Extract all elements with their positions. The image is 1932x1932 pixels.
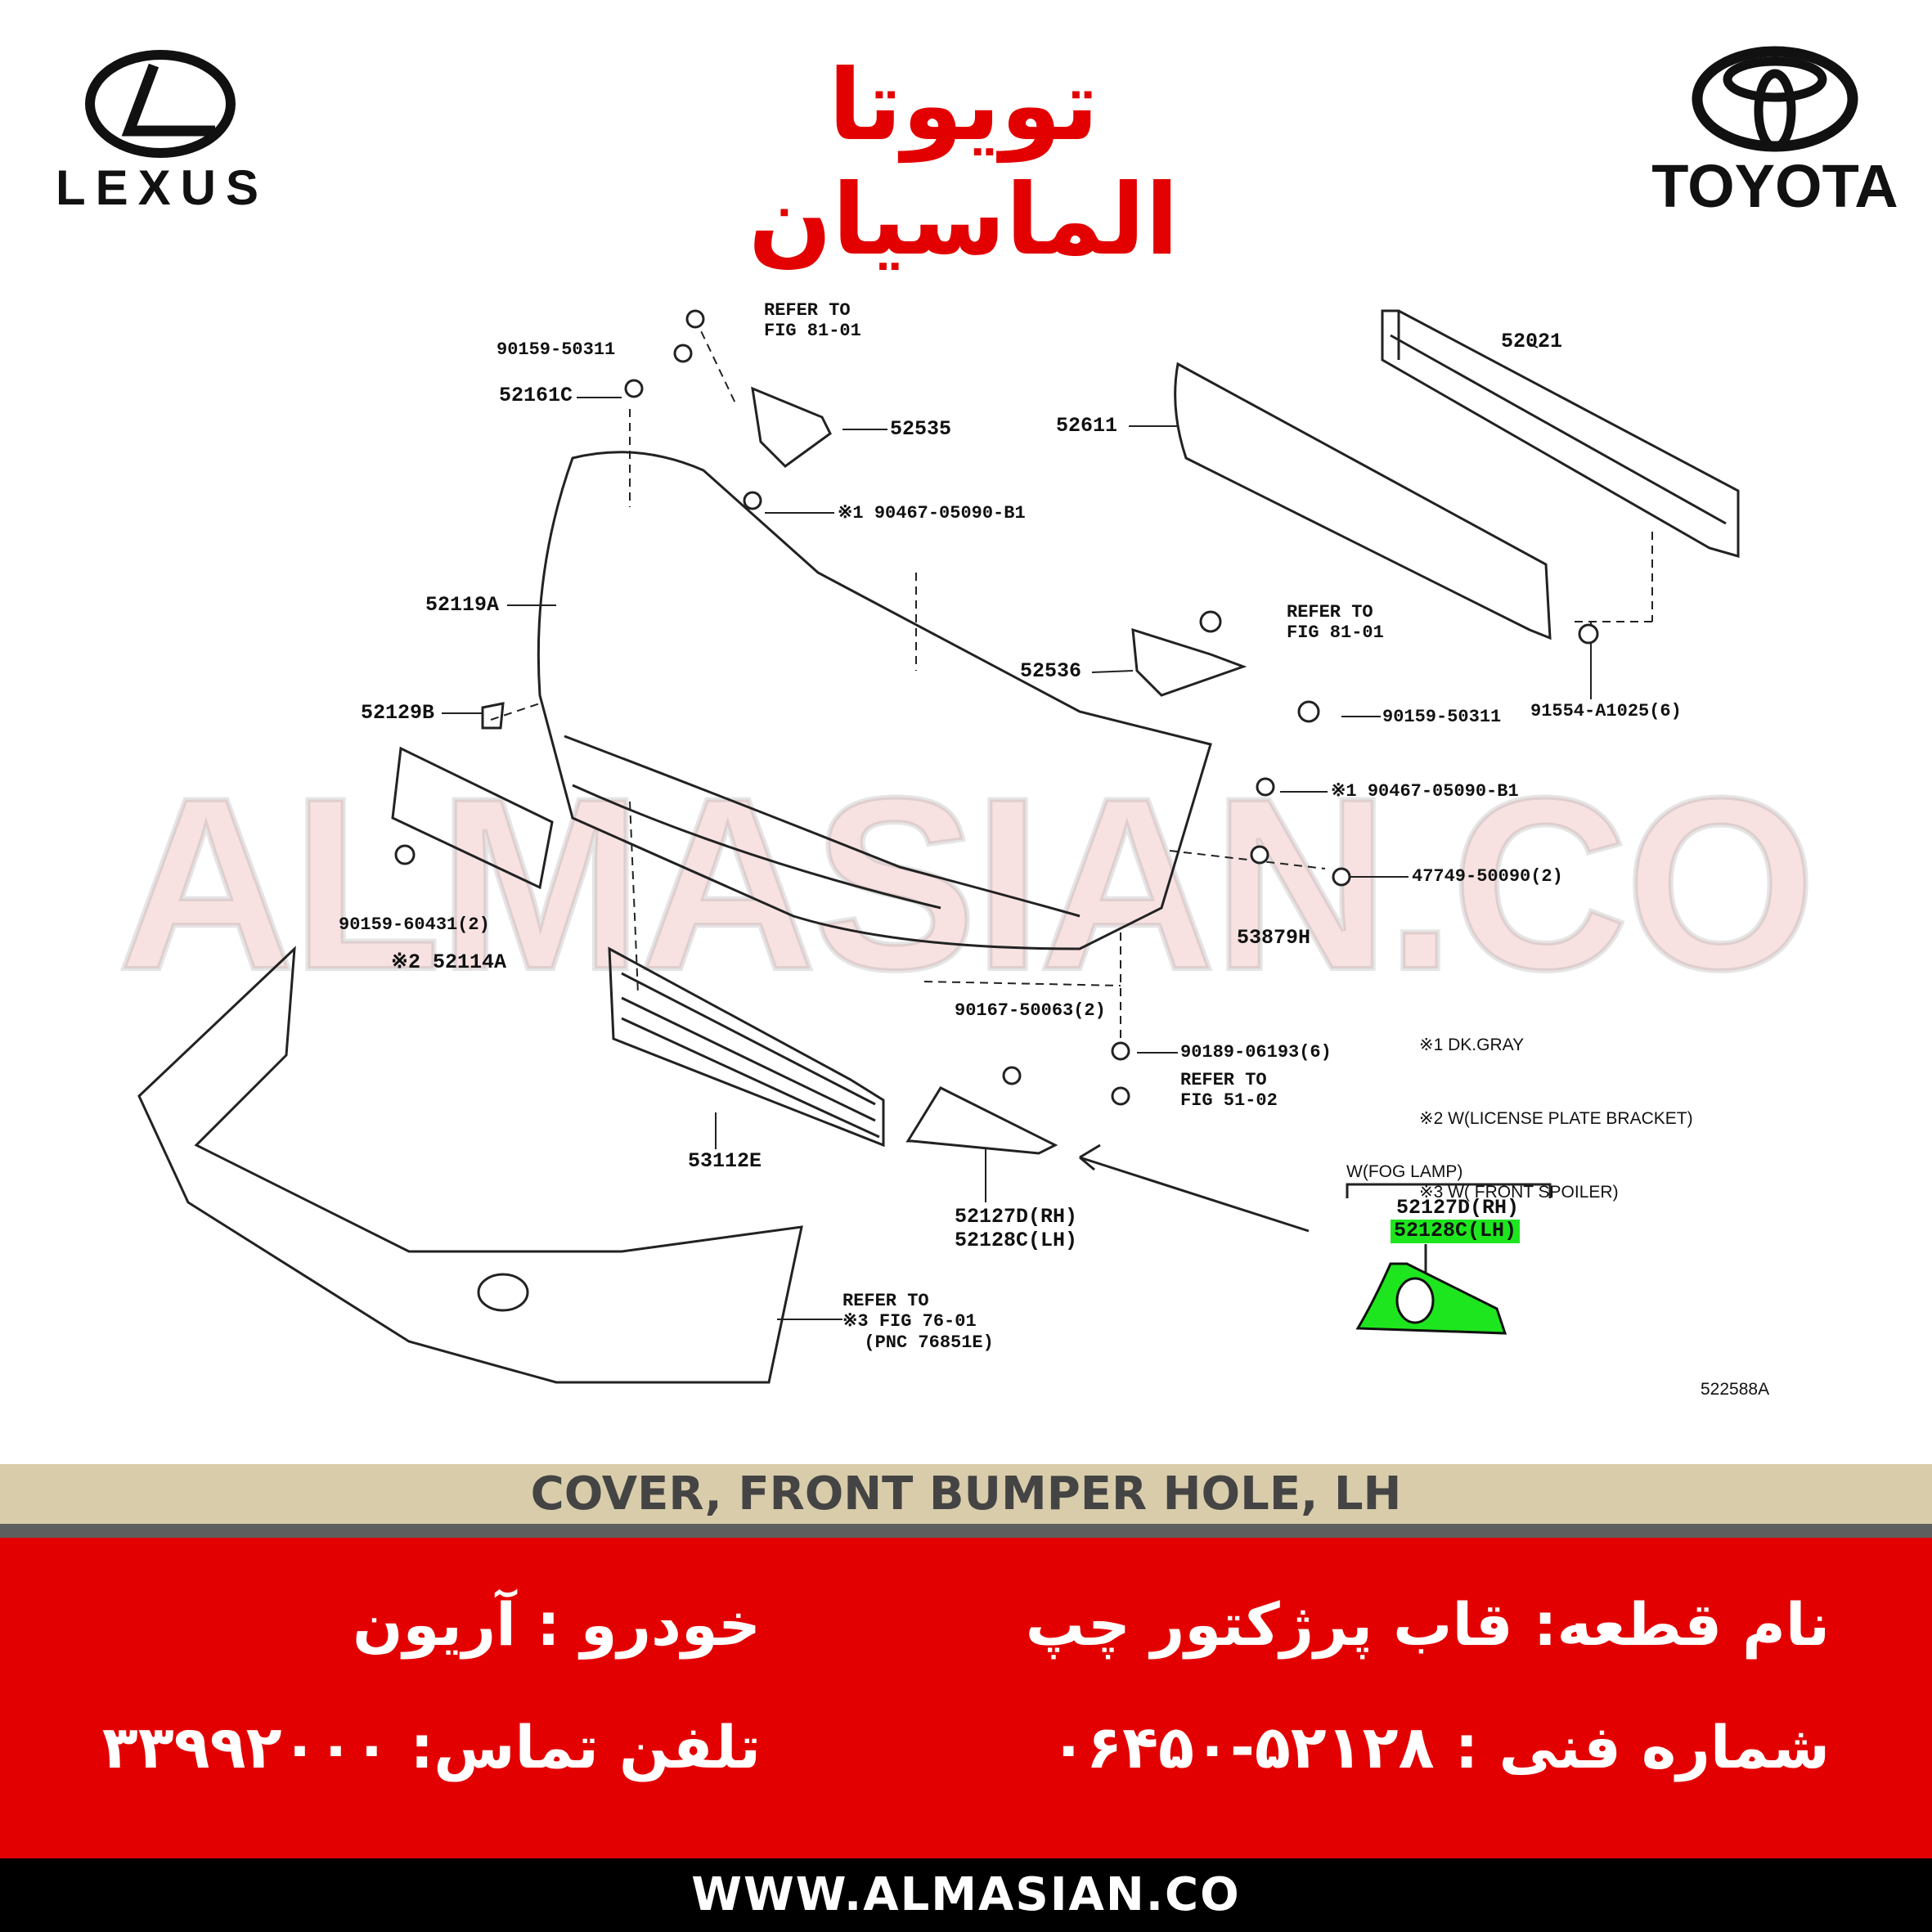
label-52535: 52535 [890,417,952,441]
label-47749: 47749-50090(2) [1412,866,1563,887]
label-90159-50311-b: 90159-50311 [1382,707,1502,727]
fog-cover-52127D [905,1086,1058,1155]
label-52127D-52128C: 52127D(RH) 52128C(LH) [955,1205,1078,1252]
part-name: نام قطعه: قاب پرژکتور چپ [1025,1590,1830,1659]
bracket-52535 [751,386,832,468]
label-90159-60431: 90159-60431(2) [339,914,490,935]
notes: ※1 DK.GRAY ※2 W(LICENSE PLATE BRACKET) ※… [1419,984,1693,1229]
label-52536: 52536 [1020,659,1082,683]
bracket-52536 [1131,627,1247,697]
part-title: COVER, FRONT BUMPER HOLE, LH [530,1467,1402,1521]
label-refer-51-02: REFER TO FIG 51-02 [1180,1070,1278,1112]
lexus-logo: LEXUS [31,45,293,217]
label-52161C: 52161C [499,384,573,407]
parts-diagram [137,309,1740,1384]
license-bracket-52114A [391,746,554,890]
note-3: ※3 W( FRONT SPOILER) [1419,1183,1619,1202]
grille-53112E [608,946,885,1148]
absorber-52611 [1174,362,1552,640]
label-90189: 90189-06193(6) [1180,1042,1332,1063]
front-spoiler [137,946,803,1384]
vehicle: خودرو : آریون [353,1590,761,1659]
title-band: COVER, FRONT BUMPER HOLE, LH [0,1464,1932,1524]
label-52021: 52021 [1501,330,1563,353]
bumper-cover-52119A [537,451,1212,950]
info-panel: نام قطعه: قاب پرژکتور چپ خودرو : آریون ش… [0,1538,1932,1858]
label-90467-a: ※1 90467-05090-B1 [838,503,1026,523]
license-plate-52129B [481,702,505,730]
figure-id: 522588A [1701,1380,1770,1399]
brand-logo-persian: تویوتا الماسیان [748,49,1179,277]
lexus-wordmark: LEXUS [55,160,269,215]
label-52119A: 52119A [425,593,500,617]
watermark: ALMASIAN.CO [115,746,1819,1021]
label-53879H: 53879H [1237,926,1311,950]
footer: WWW.ALMASIAN.CO [0,1858,1932,1932]
note-1: ※1 DK.GRAY [1419,1036,1525,1054]
phone: تلفن تماس: ۳۳۹۹۲۰۰۰ [101,1713,761,1781]
arrow [1079,1143,1310,1233]
label-fog-lamp: W(FOG LAMP) [1346,1162,1463,1181]
label-52128C-lh-highlighted: 52128C(LH) [1391,1219,1521,1243]
label-refer-81-01-top: REFER TO FIG 81-01 [764,300,861,342]
label-52127D-rh: 52127D(RH) [1396,1196,1520,1220]
label-refer-81-01-mid: REFER TO FIG 81-01 [1287,602,1384,644]
label-90167: 90167-50063(2) [955,1000,1106,1021]
toyota-logo: TOYOTA [1636,45,1914,220]
label-53112E: 53112E [688,1149,762,1173]
note-2: ※2 W(LICENSE PLATE BRACKET) [1419,1109,1693,1128]
website-link[interactable]: WWW.ALMASIAN.CO [691,1868,1241,1921]
label-91554: 91554-A1025(6) [1530,701,1682,721]
divider [0,1524,1932,1538]
label-refer-76-01: REFER TO ※3 FIG 76-01 (PNC 76851E) [842,1291,994,1353]
label-90467-b: ※1 90467-05090-B1 [1331,781,1519,802]
label-90159-50311-a: 90159-50311 [496,339,616,360]
label-52114A: ※2 52114A [391,950,506,974]
label-52611: 52611 [1056,414,1118,438]
part-number: شماره فنی : ۵۲۱۲۸-۰۶۴۵۰ [1050,1713,1830,1781]
toyota-wordmark: TOYOTA [1651,152,1898,220]
label-52129B: 52129B [361,701,435,725]
